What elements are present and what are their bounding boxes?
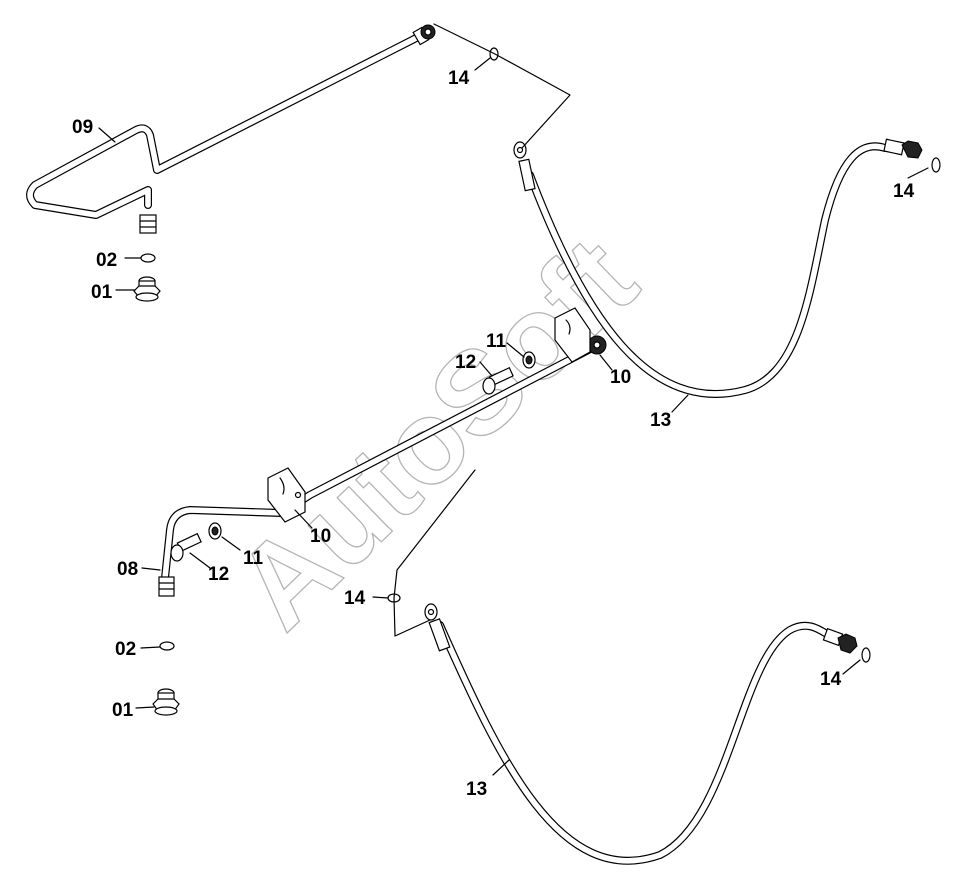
hose-13-lower	[436, 621, 834, 865]
label-01-upper: 01	[91, 282, 113, 303]
hose-13-upper	[526, 142, 889, 398]
label-14-middle: 14	[344, 588, 366, 609]
label-13-upper: 13	[650, 410, 671, 431]
leader-14-top-group	[433, 23, 571, 149]
leader-lines	[98, 127, 929, 776]
plug-01-lower	[152, 688, 180, 716]
hose-13-upper-left-end	[513, 141, 536, 192]
label-01-lower: 01	[112, 700, 134, 721]
washer-11-left	[208, 522, 222, 540]
hose-13-upper-right-end	[883, 138, 923, 159]
pipe-08	[161, 341, 602, 582]
o-ring-02-lower	[159, 641, 175, 651]
clamp-10-left	[267, 467, 306, 523]
o-ring-02-upper	[140, 253, 156, 263]
label-14-right-lower: 14	[820, 669, 842, 690]
label-14-right-upper: 14	[893, 181, 915, 202]
label-08: 08	[117, 559, 138, 580]
label-14-top: 14	[448, 68, 470, 89]
leader-14a	[474, 57, 491, 71]
label-12-right: 12	[455, 352, 476, 373]
o-ring-14-right-lower	[861, 647, 871, 663]
hose-13-lower-right-end	[822, 627, 858, 654]
pipe-09-bottom-nut	[139, 214, 157, 234]
pipe-09	[26, 28, 432, 219]
label-09: 09	[72, 117, 93, 138]
washer-11-right	[522, 351, 536, 369]
label-02-upper: 02	[96, 250, 117, 271]
label-11-left: 11	[243, 548, 264, 569]
bolt-12-left	[170, 532, 202, 562]
label-13-lower: 13	[466, 779, 487, 800]
hose-13-lower-left-end	[424, 603, 451, 652]
label-11-right: 11	[486, 331, 507, 352]
clamp-10-right	[554, 307, 591, 363]
label-02-lower: 02	[115, 639, 136, 660]
pipe-09-top-fitting	[412, 24, 436, 46]
pipe-08-right-fitting	[587, 335, 607, 355]
pipe-08-bottom-nut	[158, 576, 175, 597]
label-10-right: 10	[610, 367, 631, 388]
label-10-left: 10	[310, 526, 331, 547]
plug-01-upper	[133, 276, 161, 302]
leader-14-middle-group	[393, 469, 476, 637]
o-ring-14-right-upper	[931, 157, 941, 173]
bolt-12-right	[482, 366, 514, 395]
label-12-left: 12	[208, 564, 229, 585]
